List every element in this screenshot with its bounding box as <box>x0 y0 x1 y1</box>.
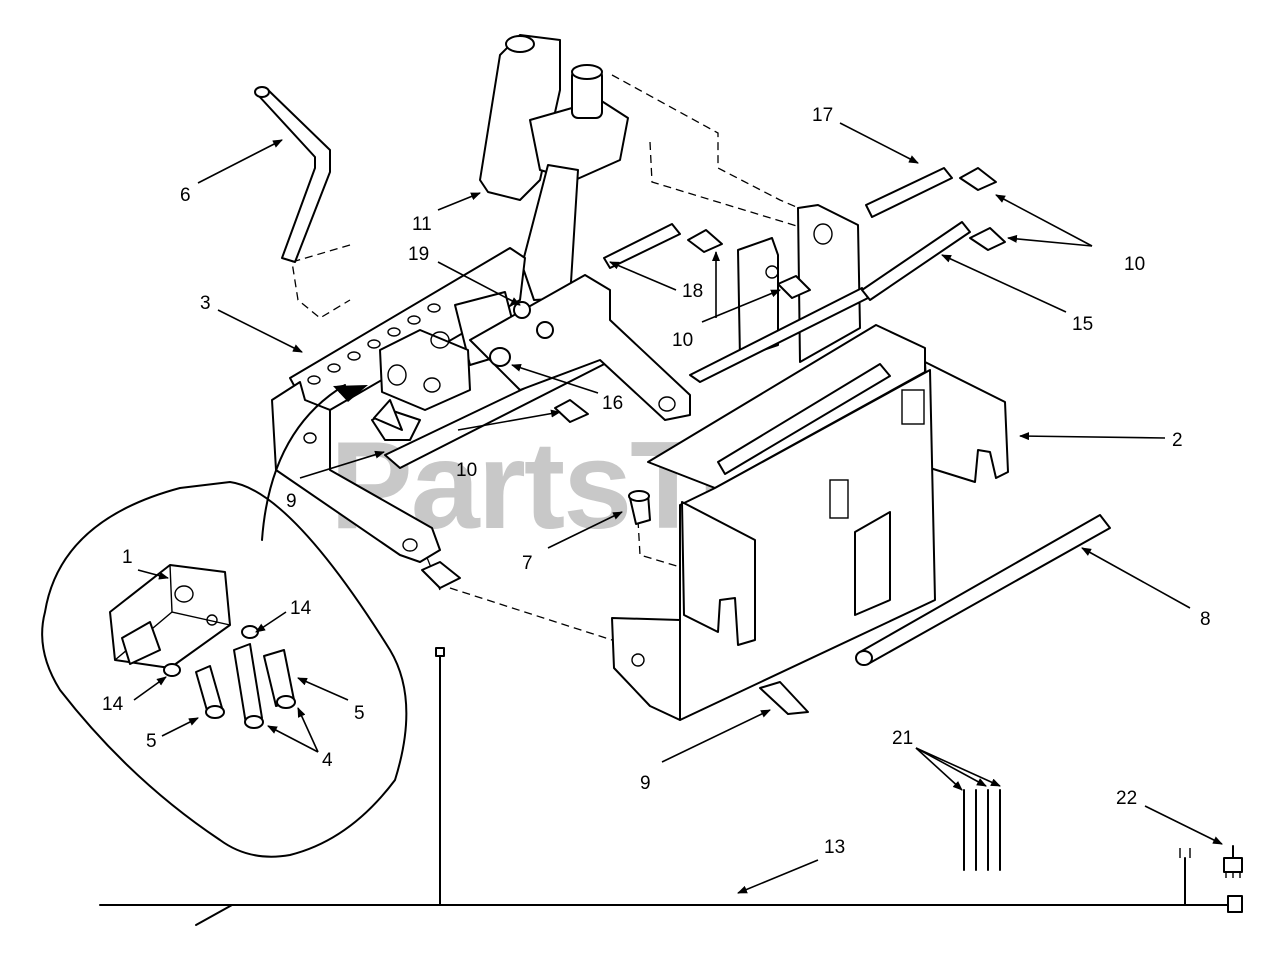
callout-10-lower: 10 <box>456 460 477 481</box>
callout-5-left: 5 <box>146 731 157 752</box>
callout-10-upper-right: 10 <box>1124 254 1145 275</box>
pin-part-18 <box>603 223 681 269</box>
pin-part-15 <box>861 221 971 301</box>
callout-9-lower: 9 <box>640 773 651 794</box>
pin-part-17 <box>865 167 953 218</box>
callout-10-center: 10 <box>672 330 693 351</box>
plate-part-2 <box>611 324 1009 721</box>
callout-arrows <box>133 122 1223 894</box>
bracket-part-3 <box>271 247 526 563</box>
callout-16: 16 <box>602 393 623 414</box>
upright-bracket <box>689 204 869 383</box>
rod-part-8 <box>855 514 1111 666</box>
callout-17: 17 <box>812 105 833 126</box>
handle-part-6 <box>254 86 331 263</box>
callout-14-lower: 14 <box>102 694 124 715</box>
callout-labels: 1 2 3 4 5 5 6 7 8 9 9 9 10 10 10 10 11 1… <box>102 105 1211 858</box>
callout-15: 15 <box>1072 314 1093 335</box>
switch-part-22 <box>1223 845 1243 878</box>
callout-13: 13 <box>824 837 845 858</box>
callout-11: 11 <box>412 214 432 235</box>
callout-2: 2 <box>1172 430 1183 451</box>
pivot-rod <box>717 363 891 475</box>
callout-1: 1 <box>122 547 133 568</box>
callout-3: 3 <box>200 293 211 314</box>
callout-22: 22 <box>1116 788 1137 809</box>
callout-9-mid: 9 <box>286 491 297 512</box>
callout-18: 18 <box>682 281 703 302</box>
callout-21: 21 <box>892 728 913 749</box>
detail-inset <box>41 384 408 858</box>
clevis-pin-part-7 <box>628 490 651 525</box>
callout-14-upper: 14 <box>290 598 312 619</box>
callout-7: 7 <box>522 553 533 574</box>
callout-4: 4 <box>322 750 333 771</box>
wiring-harness-part-13 <box>99 647 1243 926</box>
callout-5-right: 5 <box>354 703 365 724</box>
actuator-part-11 <box>479 34 629 301</box>
hairpin-clips <box>373 167 1006 715</box>
cable-ties-part-21 <box>963 789 1001 871</box>
callout-6: 6 <box>180 185 191 206</box>
callout-19: 19 <box>408 244 429 265</box>
callout-8: 8 <box>1200 609 1211 630</box>
